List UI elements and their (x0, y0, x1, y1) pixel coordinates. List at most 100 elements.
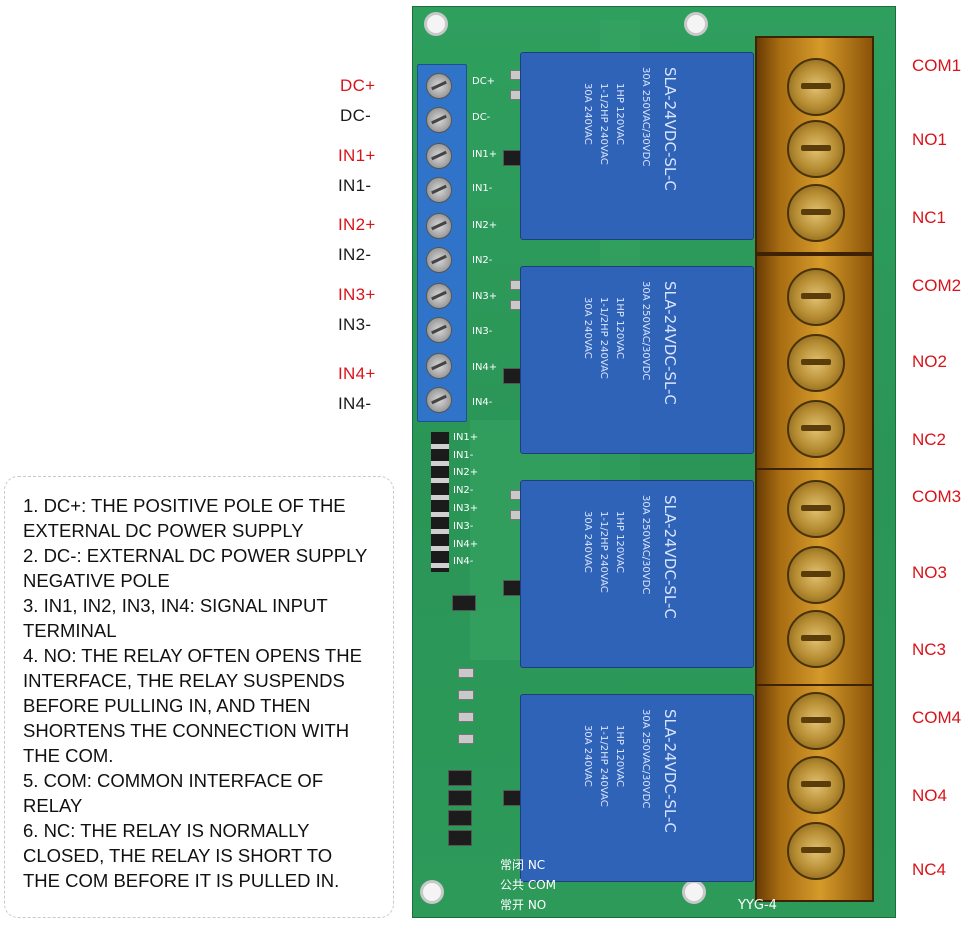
info-line: BEFORE PULLING IN, AND THEN (23, 695, 311, 716)
output-terminal-block-2 (755, 254, 874, 472)
silk-text: DC+ (472, 76, 496, 87)
screw-icon (787, 268, 845, 326)
label-in1-plus: IN1+ (338, 146, 376, 165)
mount-hole (420, 880, 444, 904)
info-line: 4. NO: THE RELAY OFTEN OPENS THE (23, 645, 362, 666)
screw-icon (426, 213, 452, 239)
label-nc1: NC1 (912, 208, 947, 227)
relay-model: SLA-24VDC-SL-C (661, 495, 679, 619)
label-com1: COM1 (912, 56, 962, 75)
info-line: 5. COM: COMMON INTERFACE OF (23, 770, 324, 791)
silk-text: IN3- (472, 326, 493, 337)
screw-icon (426, 177, 452, 203)
silk-text: IN2+ (472, 220, 498, 231)
info-line: THE COM BEFORE IT IS PULLED IN. (23, 870, 340, 891)
screw-icon (787, 756, 845, 814)
input-terminal-block (417, 64, 467, 422)
label-no4: NO4 (912, 786, 947, 805)
info-line: CLOSED, THE RELAY IS SHORT TO (23, 845, 333, 866)
screw-icon (787, 334, 845, 392)
relay-spec: 30A 240VAC (582, 511, 593, 573)
output-terminal-block-1 (755, 36, 874, 254)
screw-icon (426, 283, 452, 309)
silk-text: IN2+ (453, 467, 479, 478)
label-com4: COM4 (912, 708, 962, 727)
mount-hole (684, 12, 708, 36)
screw-icon (426, 107, 452, 133)
screw-icon (426, 317, 452, 343)
info-line: EXTERNAL DC POWER SUPPLY (23, 520, 304, 541)
relay-spec: 1-1/2HP 240VAC (598, 297, 609, 379)
label-com3: COM3 (912, 487, 962, 506)
screw-icon (787, 822, 845, 880)
relay-spec: 1HP 120VAC (614, 725, 625, 788)
silk-text: IN2- (453, 485, 474, 496)
silk-text: IN2- (472, 255, 493, 266)
relay-spec: 30A 240VAC (582, 83, 593, 145)
silk-text: IN4- (472, 397, 493, 408)
silk-text: IN4+ (472, 362, 498, 373)
relay-1: SLA-24VDC-SL-C 30A 250VAC/30VDC 1HP 120V… (520, 52, 754, 240)
label-in1-minus: IN1- (338, 176, 372, 195)
output-terminal-block-4 (755, 684, 874, 902)
screw-icon (787, 58, 845, 116)
info-line: NEGATIVE POLE (23, 570, 170, 591)
label-no3: NO3 (912, 563, 947, 582)
relay-spec: 1-1/2HP 240VAC (598, 83, 609, 165)
info-line: 1. DC+: THE POSITIVE POLE OF THE (23, 495, 346, 516)
screw-icon (787, 610, 845, 668)
smd-resistor (458, 712, 474, 722)
optocoupler (448, 810, 472, 826)
silk-text: IN1+ (472, 149, 498, 160)
screw-icon (787, 546, 845, 604)
mount-hole (682, 880, 706, 904)
relay-model: SLA-24VDC-SL-C (661, 67, 679, 191)
silk-text: IN3+ (472, 291, 498, 302)
label-in2-minus: IN2- (338, 245, 372, 264)
relay-rating: 30A 250VAC/30VDC (640, 281, 651, 381)
legend-no: 常开 NO (500, 898, 547, 912)
label-no2: NO2 (912, 352, 947, 371)
label-in3-plus: IN3+ (338, 285, 376, 304)
screw-icon (426, 247, 452, 273)
relay-2: SLA-24VDC-SL-C 30A 250VAC/30VDC 1HP 120V… (520, 266, 754, 454)
screw-icon (426, 143, 452, 169)
optocoupler (448, 830, 472, 846)
screw-icon (787, 184, 845, 242)
label-nc4: NC4 (912, 860, 947, 879)
relay-rating: 30A 250VAC/30VDC (640, 67, 651, 167)
relay-4: SLA-24VDC-SL-C 30A 250VAC/30VDC 1HP 120V… (520, 694, 754, 882)
relay-rating: 30A 250VAC/30VDC (640, 709, 651, 809)
info-line: RELAY (23, 795, 83, 816)
relay-3: SLA-24VDC-SL-C 30A 250VAC/30VDC 1HP 120V… (520, 480, 754, 668)
silk-text: IN3- (453, 521, 474, 532)
relay-model: SLA-24VDC-SL-C (661, 281, 679, 405)
info-line: 6. NC: THE RELAY IS NORMALLY (23, 820, 310, 841)
silk-text: IN1- (453, 450, 474, 461)
mount-hole (424, 12, 448, 36)
silk-text: IN1- (472, 183, 493, 194)
smd-resistor (458, 734, 474, 744)
silk-text: IN4- (453, 556, 474, 567)
label-nc2: NC2 (912, 430, 947, 449)
info-line: THE COM. (23, 745, 114, 766)
relay-spec: 1-1/2HP 240VAC (598, 725, 609, 807)
output-terminal-block-3 (755, 468, 874, 686)
smd-resistor (458, 690, 474, 700)
silk-text: IN3+ (453, 503, 479, 514)
info-line: INTERFACE, THE RELAY SUSPENDS (23, 670, 345, 691)
relay-spec: 30A 240VAC (582, 297, 593, 359)
transistor (452, 595, 476, 611)
info-line: 2. DC-: EXTERNAL DC POWER SUPPLY (23, 545, 368, 566)
silk-text: IN4+ (453, 539, 479, 550)
legend-nc: 常闭 NC (500, 858, 546, 872)
optocoupler (448, 770, 472, 786)
relay-spec: 1-1/2HP 240VAC (598, 511, 609, 593)
silk-text: DC- (472, 112, 491, 123)
label-dc-plus: DC+ (340, 76, 376, 95)
board-model: YYG-4 (738, 898, 777, 913)
label-nc3: NC3 (912, 640, 947, 659)
smd-resistor (458, 668, 474, 678)
silk-text: IN1+ (453, 432, 479, 443)
label-dc-minus: DC- (340, 106, 372, 125)
